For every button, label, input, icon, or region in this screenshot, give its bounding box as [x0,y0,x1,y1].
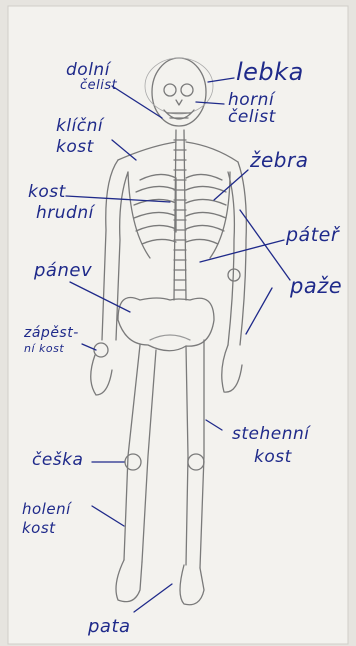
label-kost-hrudni: kost hrudní [28,184,94,222]
label-zapesti-kost: zápěst- ní kost [24,326,79,354]
label-dolni-celist: dolní čelist [66,62,117,92]
label-paze: paže [290,276,342,297]
label-stehenni-kost: stehenní kost [232,426,310,466]
label-zebra: žebra [250,150,308,170]
label-klicni-kost: klíční kost [56,118,103,156]
label-ceska: češka [32,452,83,469]
label-lebka: lebka [236,60,304,84]
label-panev: pánev [34,262,92,280]
label-patek: páteř [286,226,339,245]
label-pata: pata [88,618,131,636]
label-holeni-kost: holení kost [22,502,71,536]
label-horni-celist: horní čelist [228,92,276,126]
